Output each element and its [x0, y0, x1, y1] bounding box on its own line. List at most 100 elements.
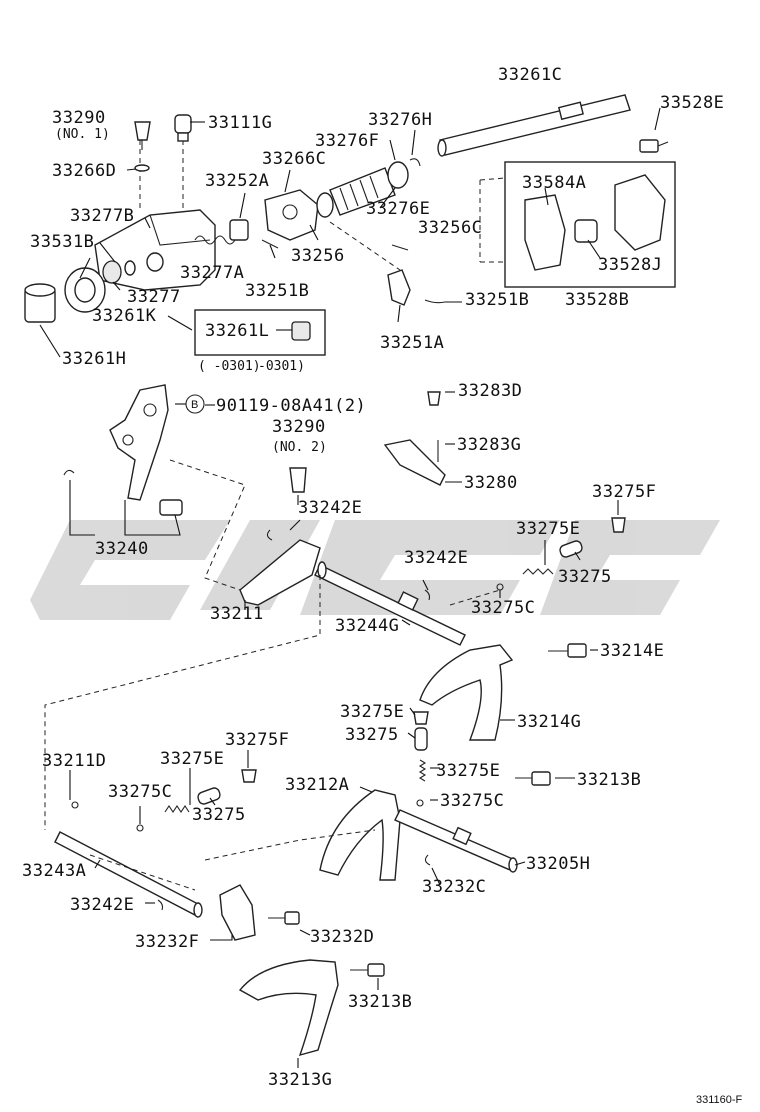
bolt-circle-letter: B	[191, 399, 198, 411]
pin-33275-b	[414, 727, 428, 751]
pin-33275-c	[197, 787, 221, 805]
label-33290-no1-sub: (NO. 1)	[55, 127, 110, 142]
label-33205H: 33205H	[526, 854, 590, 874]
label-33290-no1: 33290	[52, 108, 106, 128]
label-33275E-d: 33275E	[436, 761, 500, 781]
label-33584A: 33584A	[522, 173, 586, 193]
label-33283G: 33283G	[457, 435, 521, 455]
fork-33214G	[419, 644, 514, 741]
pin-33275-a	[559, 540, 583, 558]
pin-33256C	[391, 244, 409, 251]
clip-33240	[63, 469, 75, 476]
plug-33290-no2	[289, 467, 307, 493]
cap-33261H	[24, 283, 56, 323]
clip-33242E-a	[266, 529, 273, 541]
label-33251B-b: 33251B	[465, 290, 529, 310]
pin-33251B-a	[261, 239, 279, 249]
plug-33277	[102, 260, 122, 284]
shaft-33205H	[394, 809, 518, 873]
spring-33277A	[194, 235, 236, 245]
clip-33242E-c	[157, 899, 164, 911]
pin-33240	[159, 499, 183, 516]
label-33240: 33240	[95, 539, 149, 559]
lever-33240	[109, 384, 169, 501]
label-33252A: 33252A	[205, 171, 269, 191]
label-33275C-c: 33275C	[440, 791, 504, 811]
label-33256: 33256	[291, 246, 345, 266]
clip-33276H	[409, 158, 421, 167]
boot-33276F	[316, 167, 396, 218]
label-33275E-c: 33275E	[160, 749, 224, 769]
label-33251A: 33251A	[380, 333, 444, 353]
head-33232F	[219, 884, 256, 941]
spring-33275E-d	[164, 805, 190, 813]
clip-33242E-b	[424, 589, 431, 601]
bolt-33213B-a	[515, 771, 551, 786]
label-33244G: 33244G	[335, 616, 399, 636]
label-33261C: 33261C	[498, 65, 562, 85]
bolt-33232D	[268, 911, 300, 925]
bolt-33528E	[639, 139, 669, 153]
label-33242E-a: 33242E	[298, 498, 362, 518]
label-33251B-a: 33251B	[245, 281, 309, 301]
spring-33275E-c	[418, 759, 427, 782]
drawing-code: 331160-F	[696, 1094, 743, 1106]
guide-line	[44, 575, 321, 830]
label-33275C-b: 33275C	[108, 782, 172, 802]
label-33213B-a: 33213B	[577, 770, 641, 790]
label-33276H: 33276H	[368, 110, 432, 130]
bushing-33276E	[387, 161, 409, 189]
fork-33213G	[238, 959, 339, 1057]
part-labels: 33290 (NO. 1) 33111G 33276H 33276F 33266…	[22, 65, 743, 1106]
shift-housing	[64, 209, 216, 313]
label-33531B: 33531B	[30, 232, 94, 252]
label-33290-no2-sub: (NO. 2)	[272, 440, 327, 455]
plug-33275F-b	[241, 769, 257, 783]
label-33243A: 33243A	[22, 861, 86, 881]
label-33277A: 33277A	[180, 263, 244, 283]
label-33528J: 33528J	[598, 255, 662, 275]
breather-33111G	[174, 114, 192, 142]
label-33275-c: 33275	[192, 805, 246, 825]
label-33275E-a: 33275E	[516, 519, 580, 539]
label-33275-b: 33275	[345, 725, 399, 745]
label-33528B: 33528B	[565, 290, 629, 310]
label-33211: 33211	[210, 604, 264, 624]
label-33214G: 33214G	[517, 712, 581, 732]
lever-33266C	[264, 189, 319, 241]
label-33275C-a: 33275C	[471, 598, 535, 618]
label-33280: 33280	[464, 473, 518, 493]
leader-lines	[39, 107, 661, 1068]
label-33275-a: 33275	[558, 567, 612, 587]
label-33266C: 33266C	[262, 149, 326, 169]
label-33277: 33277	[127, 287, 181, 307]
label-33275F-b: 33275F	[225, 730, 289, 750]
label-33242E-c: 33242E	[70, 895, 134, 915]
label-33232C: 33232C	[422, 877, 486, 897]
plug-33275E-b	[413, 711, 429, 725]
clip-33232C	[424, 854, 431, 866]
retainer-33528	[614, 174, 666, 251]
label-33211D: 33211D	[42, 751, 106, 771]
label-33277B: 33277B	[70, 206, 134, 226]
lever-33251A	[387, 269, 411, 306]
fork-33212A	[319, 789, 401, 881]
lever-33252A	[229, 219, 249, 241]
label-33111G: 33111G	[208, 113, 272, 133]
label-90119: 90119-08A41(2)	[216, 396, 366, 416]
gasket-33584A	[524, 194, 566, 271]
label-33261L: 33261L	[205, 321, 269, 341]
label-33261L-range-end: -0301)	[258, 359, 305, 374]
guide-line	[89, 854, 196, 891]
bolt-33214E	[548, 643, 587, 658]
label-33276F: 33276F	[315, 131, 379, 151]
label-33214E: 33214E	[600, 641, 664, 661]
bolt-33283D	[427, 391, 441, 406]
shaft-33244G	[314, 561, 466, 646]
bushing-33528J	[574, 219, 598, 243]
guide-line	[169, 459, 246, 591]
label-33232D: 33232D	[310, 927, 374, 947]
ball-33275C-b	[416, 799, 424, 807]
guide-line	[204, 829, 376, 861]
